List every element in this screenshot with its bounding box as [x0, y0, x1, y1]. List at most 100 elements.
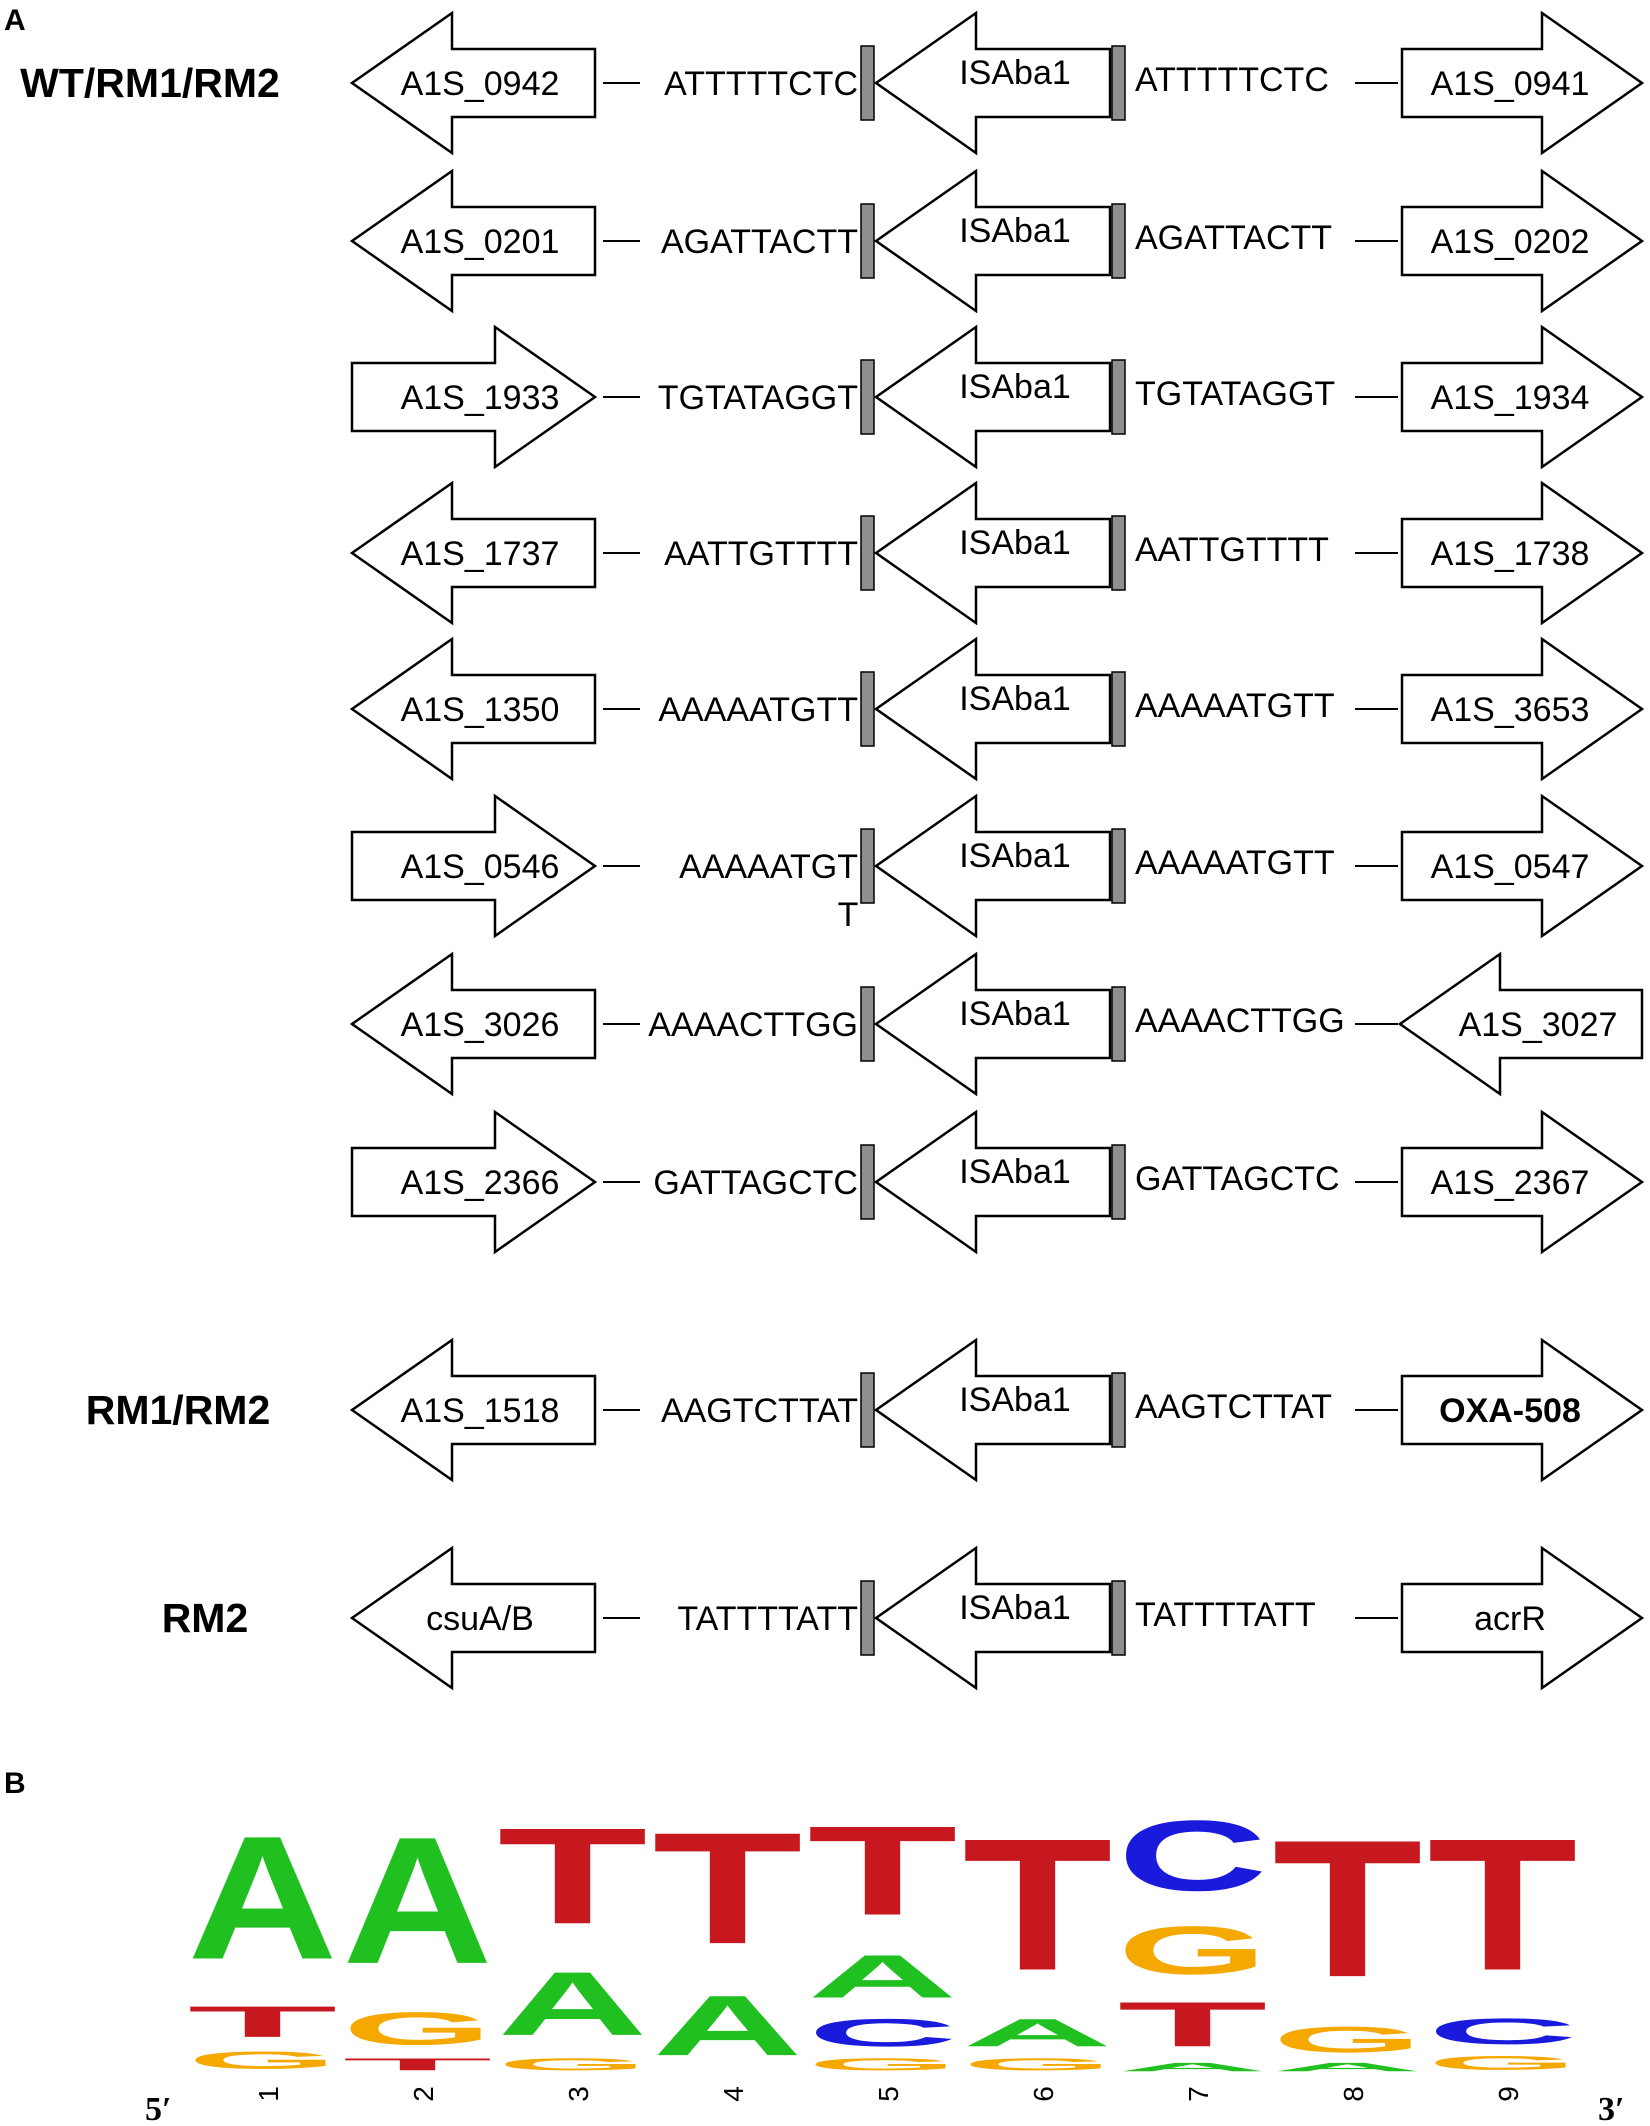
logo-column: TGA: [343, 1800, 493, 2074]
right-target-duplication: ATTTTTCTC: [1135, 61, 1329, 99]
strain-group-label: RM1/RM2: [86, 1387, 271, 1433]
gene-arrow-right: [1400, 1109, 1645, 1255]
inverted-repeat-marker-right: [1111, 671, 1126, 747]
gene-arrow-right: [1400, 793, 1645, 939]
insertion-element-label: ISAba1: [959, 680, 1071, 718]
logo-letter-a: A: [498, 1953, 648, 2054]
insertion-element-label: ISAba1: [959, 368, 1071, 406]
logo-letter-a: A: [1117, 2060, 1267, 2074]
left-gene-label: A1S_2366: [401, 1164, 560, 1202]
gene-arrow-right: [350, 1109, 598, 1255]
gene-arrow-left: [349, 1337, 597, 1483]
gene-arrow-left: [349, 951, 597, 1097]
three-prime-label: 3′: [1598, 2091, 1625, 2126]
right-target-duplication: AAGTCTTAT: [1135, 1388, 1332, 1426]
insertion-element-label: ISAba1: [959, 995, 1071, 1033]
right-target-duplication: AAAAATGTT: [1135, 844, 1335, 882]
logo-letter-g: G: [1273, 2019, 1423, 2060]
left-gene-label: csuA/B: [426, 1600, 534, 1638]
strain-group-label: WT/RM1/RM2: [20, 60, 280, 106]
gene-arrow-right: [1400, 324, 1645, 470]
left-target-duplication: TATTTTATT: [677, 1600, 858, 1638]
logo-letter-g: G: [498, 2055, 648, 2074]
left-target-duplication: ATTTTTCTC: [664, 65, 858, 103]
logo-letter-a: A: [188, 1799, 338, 1996]
gene-arrow-right: [1400, 480, 1645, 626]
logo-letter-g: G: [1428, 2052, 1578, 2074]
panel-a-label: A: [4, 4, 26, 37]
left-sequence-extra-base: T: [838, 896, 859, 934]
insertion-element-label: ISAba1: [959, 212, 1071, 250]
insertion-element-arrow: [873, 1109, 1112, 1255]
logo-letter-t: T: [1118, 1989, 1268, 2060]
gene-arrow-left: [349, 480, 597, 626]
insertion-element-arrow: [873, 636, 1112, 782]
logo-position-number: 7: [1183, 2086, 1214, 2102]
gene-arrow-left: [349, 1545, 597, 1691]
right-target-duplication: TATTTTATT: [1135, 1596, 1316, 1634]
left-gene-label: A1S_1518: [401, 1392, 560, 1430]
gene-arrow-right: [350, 324, 598, 470]
inverted-repeat-marker-left: [860, 1144, 875, 1220]
insertion-element-arrow: [873, 10, 1112, 156]
inverted-repeat-marker-right: [1111, 1144, 1126, 1220]
inverted-repeat-marker-left: [860, 986, 875, 1062]
right-gene-label: A1S_2367: [1431, 1164, 1590, 1202]
right-gene-label: A1S_1934: [1431, 379, 1590, 417]
insertion-element-label: ISAba1: [959, 54, 1071, 92]
gene-arrow-right: [1400, 168, 1645, 314]
gene-arrow-right: [350, 793, 598, 939]
logo-letter-a: A: [963, 2011, 1113, 2055]
left-gene-label: A1S_0546: [401, 848, 560, 886]
gene-arrow-right: [1400, 636, 1645, 782]
right-gene-label: A1S_3027: [1459, 1006, 1618, 1044]
left-gene-label: A1S_1350: [401, 691, 560, 729]
left-gene-label: A1S_0942: [401, 65, 560, 103]
logo-letter-a: A: [1272, 2060, 1422, 2074]
insertion-element-arrow: [873, 951, 1112, 1097]
logo-column: GAT: [963, 1800, 1113, 2074]
left-target-duplication: AATTGTTTT: [664, 535, 858, 573]
inverted-repeat-marker-left: [860, 1580, 875, 1656]
left-target-duplication: TGTATAGGT: [658, 379, 858, 417]
inverted-repeat-marker-right: [1111, 45, 1126, 121]
insertion-element-label: ISAba1: [959, 1589, 1071, 1627]
gene-arrow-right: [1400, 1337, 1645, 1483]
inverted-repeat-marker-left: [860, 1372, 875, 1448]
logo-letter-a: A: [343, 1800, 493, 2002]
logo-letter-g: G: [808, 2055, 958, 2074]
logo-letter-t: T: [343, 2055, 493, 2074]
logo-column: GCT: [1428, 1800, 1578, 2074]
insertion-element-label: ISAba1: [959, 837, 1071, 875]
insertion-element-arrow: [873, 1337, 1112, 1483]
left-target-duplication: AGATTACTT: [661, 223, 858, 261]
logo-letter-c: C: [808, 2011, 958, 2055]
insertion-element-label: ISAba1: [959, 524, 1071, 562]
inverted-repeat-marker-right: [1111, 1372, 1126, 1448]
right-gene-label: acrR: [1474, 1600, 1546, 1638]
insertion-element-arrow: [873, 793, 1112, 939]
logo-letter-t: T: [1273, 1800, 1423, 2019]
gene-arrow-right: [1400, 1545, 1645, 1691]
inverted-repeat-marker-left: [860, 203, 875, 279]
insertion-element-label: ISAba1: [959, 1381, 1071, 1419]
strain-group-label: RM2: [162, 1595, 249, 1641]
logo-position-number: 3: [563, 2086, 594, 2102]
right-gene-label: OXA-508: [1439, 1392, 1581, 1430]
left-gene-label: A1S_0201: [401, 223, 560, 261]
right-target-duplication: AAAAATGTT: [1135, 687, 1335, 725]
insertion-element-arrow: [873, 480, 1112, 626]
right-gene-label: A1S_0547: [1431, 848, 1590, 886]
right-gene-label: A1S_3653: [1431, 691, 1590, 729]
left-gene-label: A1S_3026: [401, 1006, 560, 1044]
